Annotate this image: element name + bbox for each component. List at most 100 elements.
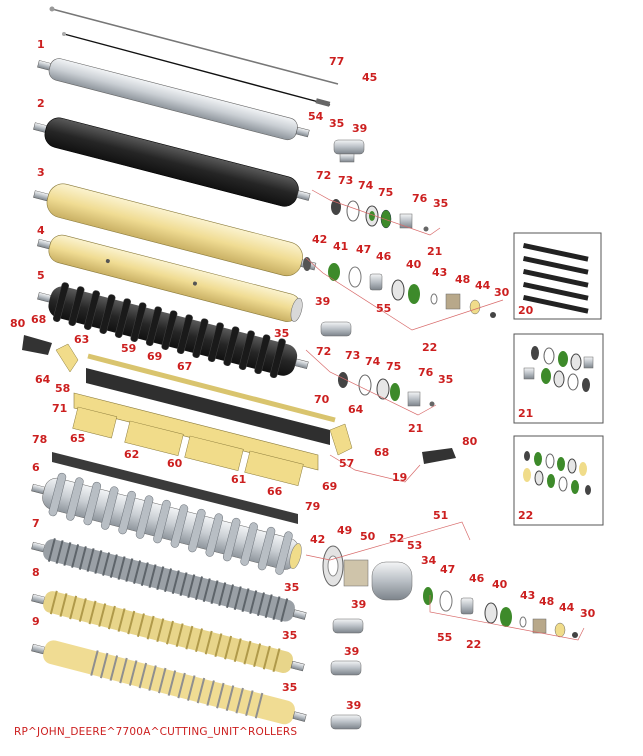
leader-lines <box>305 189 585 641</box>
callout-35f: 35 <box>282 629 297 642</box>
callout-35d: 35 <box>438 373 453 386</box>
callout-64a: 64 <box>35 373 51 386</box>
scraper-assembly <box>22 335 456 524</box>
callout-labels: 1 2 3 4 5 6 7 8 9 77 45 54 35 39 72 73 7… <box>10 38 596 712</box>
callout-69b: 69 <box>322 480 337 493</box>
callout-75b: 75 <box>386 360 401 373</box>
callout-9: 9 <box>32 615 40 628</box>
callout-40a: 40 <box>406 258 422 271</box>
callout-48b: 48 <box>539 595 554 608</box>
callout-76b: 76 <box>418 366 434 379</box>
callout-39a: 39 <box>352 122 367 135</box>
callout-42a: 42 <box>312 233 327 246</box>
stub-shafts-lower <box>330 618 364 730</box>
inset-label-22: 22 <box>518 509 533 522</box>
callout-73a: 73 <box>338 174 353 187</box>
bearing-stack-upper-2 <box>303 257 496 318</box>
callout-69a: 69 <box>147 350 162 363</box>
callout-30b: 30 <box>580 607 596 620</box>
callout-51: 51 <box>433 509 448 522</box>
callout-75a: 75 <box>378 186 393 199</box>
callout-44b: 44 <box>559 601 575 614</box>
hub-assembly-lower <box>322 545 578 638</box>
callout-65: 65 <box>70 432 85 445</box>
callout-34: 34 <box>421 554 437 567</box>
stub-shaft-39b <box>320 321 352 337</box>
callout-6: 6 <box>32 461 40 474</box>
inset-box-22 <box>513 435 604 526</box>
callout-47a: 47 <box>356 243 371 256</box>
callout-35c: 35 <box>274 327 289 340</box>
callout-79: 79 <box>305 500 320 513</box>
callout-52: 52 <box>389 532 404 545</box>
bearing-stack-upper <box>331 199 429 232</box>
callout-66: 66 <box>267 485 283 498</box>
callout-47b: 47 <box>440 563 455 576</box>
callout-42b: 42 <box>310 533 325 546</box>
callout-35a: 35 <box>329 117 344 130</box>
callout-2: 2 <box>37 97 45 110</box>
roller-yellow-part-4 <box>37 234 303 322</box>
callout-71: 71 <box>52 402 67 415</box>
callout-8: 8 <box>32 566 40 579</box>
callout-46a: 46 <box>376 250 392 263</box>
callout-76a: 76 <box>412 192 428 205</box>
callout-61: 61 <box>231 473 246 486</box>
stub-shaft-39a <box>333 139 365 163</box>
callout-53: 53 <box>407 539 422 552</box>
callout-74a: 74 <box>358 179 374 192</box>
callout-70: 70 <box>314 393 330 406</box>
roller-yellow-part-9 <box>31 640 307 725</box>
inset-box-20 <box>513 232 602 320</box>
diagram-caption: RP^JOHN_DEERE^7700A^CUTTING_UNIT^ROLLERS <box>14 726 298 738</box>
callout-60: 60 <box>167 457 183 470</box>
callout-50: 50 <box>360 530 376 543</box>
callout-39e: 39 <box>346 699 361 712</box>
callout-43b: 43 <box>520 589 535 602</box>
callout-39b: 39 <box>315 295 330 308</box>
callout-5: 5 <box>37 269 45 282</box>
callout-73b: 73 <box>345 349 360 362</box>
callout-55a: 55 <box>376 302 391 315</box>
callout-58: 58 <box>55 382 70 395</box>
callout-22a: 22 <box>422 341 437 354</box>
roller-silver-part-1 <box>37 58 310 141</box>
callout-39d: 39 <box>344 645 359 658</box>
callout-63: 63 <box>74 333 89 346</box>
callout-44a: 44 <box>475 279 491 292</box>
callout-22b: 22 <box>466 638 481 651</box>
callout-48a: 48 <box>455 273 470 286</box>
callout-80a: 80 <box>10 317 26 330</box>
callout-62: 62 <box>124 448 139 461</box>
inset-label-21: 21 <box>518 407 533 420</box>
callout-21a: 21 <box>427 245 442 258</box>
callout-55b: 55 <box>437 631 452 644</box>
rod-part-77 <box>49 6 339 107</box>
callout-35b: 35 <box>433 197 448 210</box>
callout-35g: 35 <box>282 681 297 694</box>
callout-43a: 43 <box>432 266 447 279</box>
callout-57: 57 <box>339 457 354 470</box>
inset-box-21 <box>513 333 604 424</box>
callout-39c: 39 <box>351 598 366 611</box>
roller-black-part-2 <box>33 117 311 207</box>
callout-30a: 30 <box>494 286 510 299</box>
callout-19: 19 <box>392 471 407 484</box>
callout-46b: 46 <box>469 572 485 585</box>
callout-78: 78 <box>32 433 47 446</box>
callout-4: 4 <box>37 224 45 237</box>
roller-threaded-part-7 <box>31 538 307 622</box>
callout-80b: 80 <box>462 435 478 448</box>
callout-41: 41 <box>333 240 348 253</box>
bearing-stack-middle <box>338 372 435 407</box>
roller-silver-grooved-part-6 <box>31 472 302 575</box>
callout-68b: 68 <box>374 446 389 459</box>
callout-64b: 64 <box>348 403 364 416</box>
roller-threaded-yellow-part-8 <box>31 590 305 674</box>
callout-74b: 74 <box>365 355 381 368</box>
callout-45: 45 <box>362 71 377 84</box>
callout-49: 49 <box>337 524 352 537</box>
callout-67: 67 <box>177 360 192 373</box>
callout-35e: 35 <box>284 581 299 594</box>
